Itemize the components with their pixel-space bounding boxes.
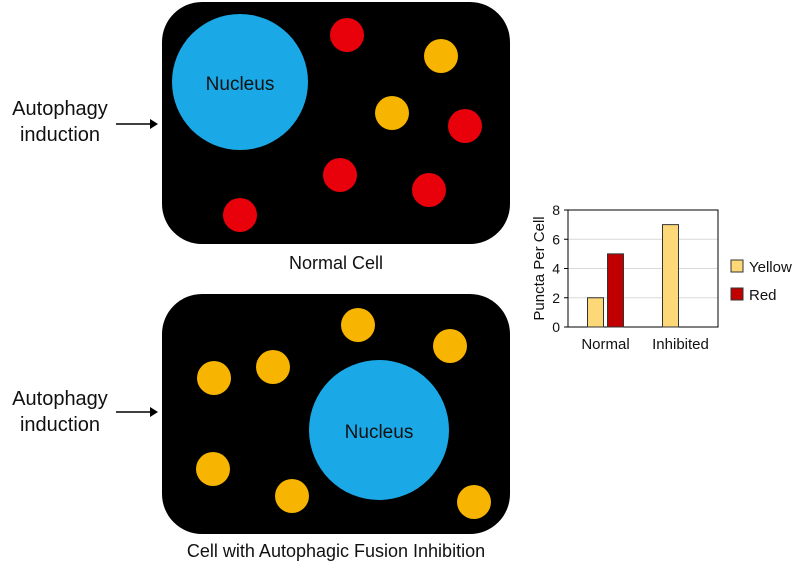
- top-side-label: Autophagy induction: [0, 96, 120, 148]
- yellow-puncta: [341, 308, 375, 342]
- bottom-side-label-line2: induction: [19, 414, 101, 436]
- yellow-puncta: [457, 485, 491, 519]
- y-tick-label: 2: [552, 290, 560, 306]
- y-tick-label: 6: [552, 231, 560, 247]
- inhibited-nucleus-label: Nucleus: [345, 422, 414, 443]
- bar-yellow-normal: [587, 297, 604, 328]
- y-axis-label: Puncta Per Cell: [531, 216, 548, 320]
- inhibited-nucleus: [309, 360, 449, 500]
- yellow-puncta: [433, 329, 467, 363]
- y-tick-label: 4: [552, 261, 560, 277]
- bottom-induction-arrow: [116, 407, 158, 417]
- normal-nucleus-label: Nucleus: [206, 74, 275, 95]
- y-tick-label: 8: [552, 202, 560, 218]
- x-tick-label: Normal: [581, 336, 629, 353]
- yellow-puncta: [256, 350, 290, 384]
- legend-swatch-yellow: [730, 259, 744, 273]
- legend-label-yellow: Yellow: [749, 259, 792, 276]
- red-puncta: [223, 198, 257, 232]
- bottom-side-label: Autophagy induction: [0, 386, 120, 438]
- yellow-puncta: [375, 96, 409, 130]
- yellow-puncta: [275, 479, 309, 513]
- top-induction-arrow: [116, 119, 158, 129]
- red-puncta: [448, 109, 482, 143]
- yellow-puncta: [196, 452, 230, 486]
- yellow-puncta: [197, 361, 231, 395]
- bar-yellow-inhibited: [662, 224, 679, 328]
- x-tick-label: Inhibited: [652, 336, 709, 353]
- bar-red-normal: [607, 253, 624, 328]
- yellow-puncta: [424, 39, 458, 73]
- legend-swatch-red: [730, 287, 744, 301]
- top-side-label-line1: Autophagy: [12, 98, 108, 120]
- red-puncta: [330, 18, 364, 52]
- normal-nucleus: [172, 14, 308, 150]
- bottom-side-label-line1: Autophagy: [12, 388, 108, 410]
- inhibited-cell-diagram: Nucleus: [162, 294, 510, 534]
- red-puncta: [412, 173, 446, 207]
- legend-label-red: Red: [749, 287, 777, 304]
- top-side-label-line2: induction: [19, 124, 101, 146]
- normal-cell-diagram: Nucleus: [162, 2, 510, 244]
- plot-frame: [567, 209, 719, 328]
- inhibited-cell-caption: Cell with Autophagic Fusion Inhibition: [186, 541, 486, 561]
- y-tick-label: 0: [552, 319, 560, 335]
- normal-cell-caption: Normal Cell: [288, 253, 384, 273]
- red-puncta: [323, 158, 357, 192]
